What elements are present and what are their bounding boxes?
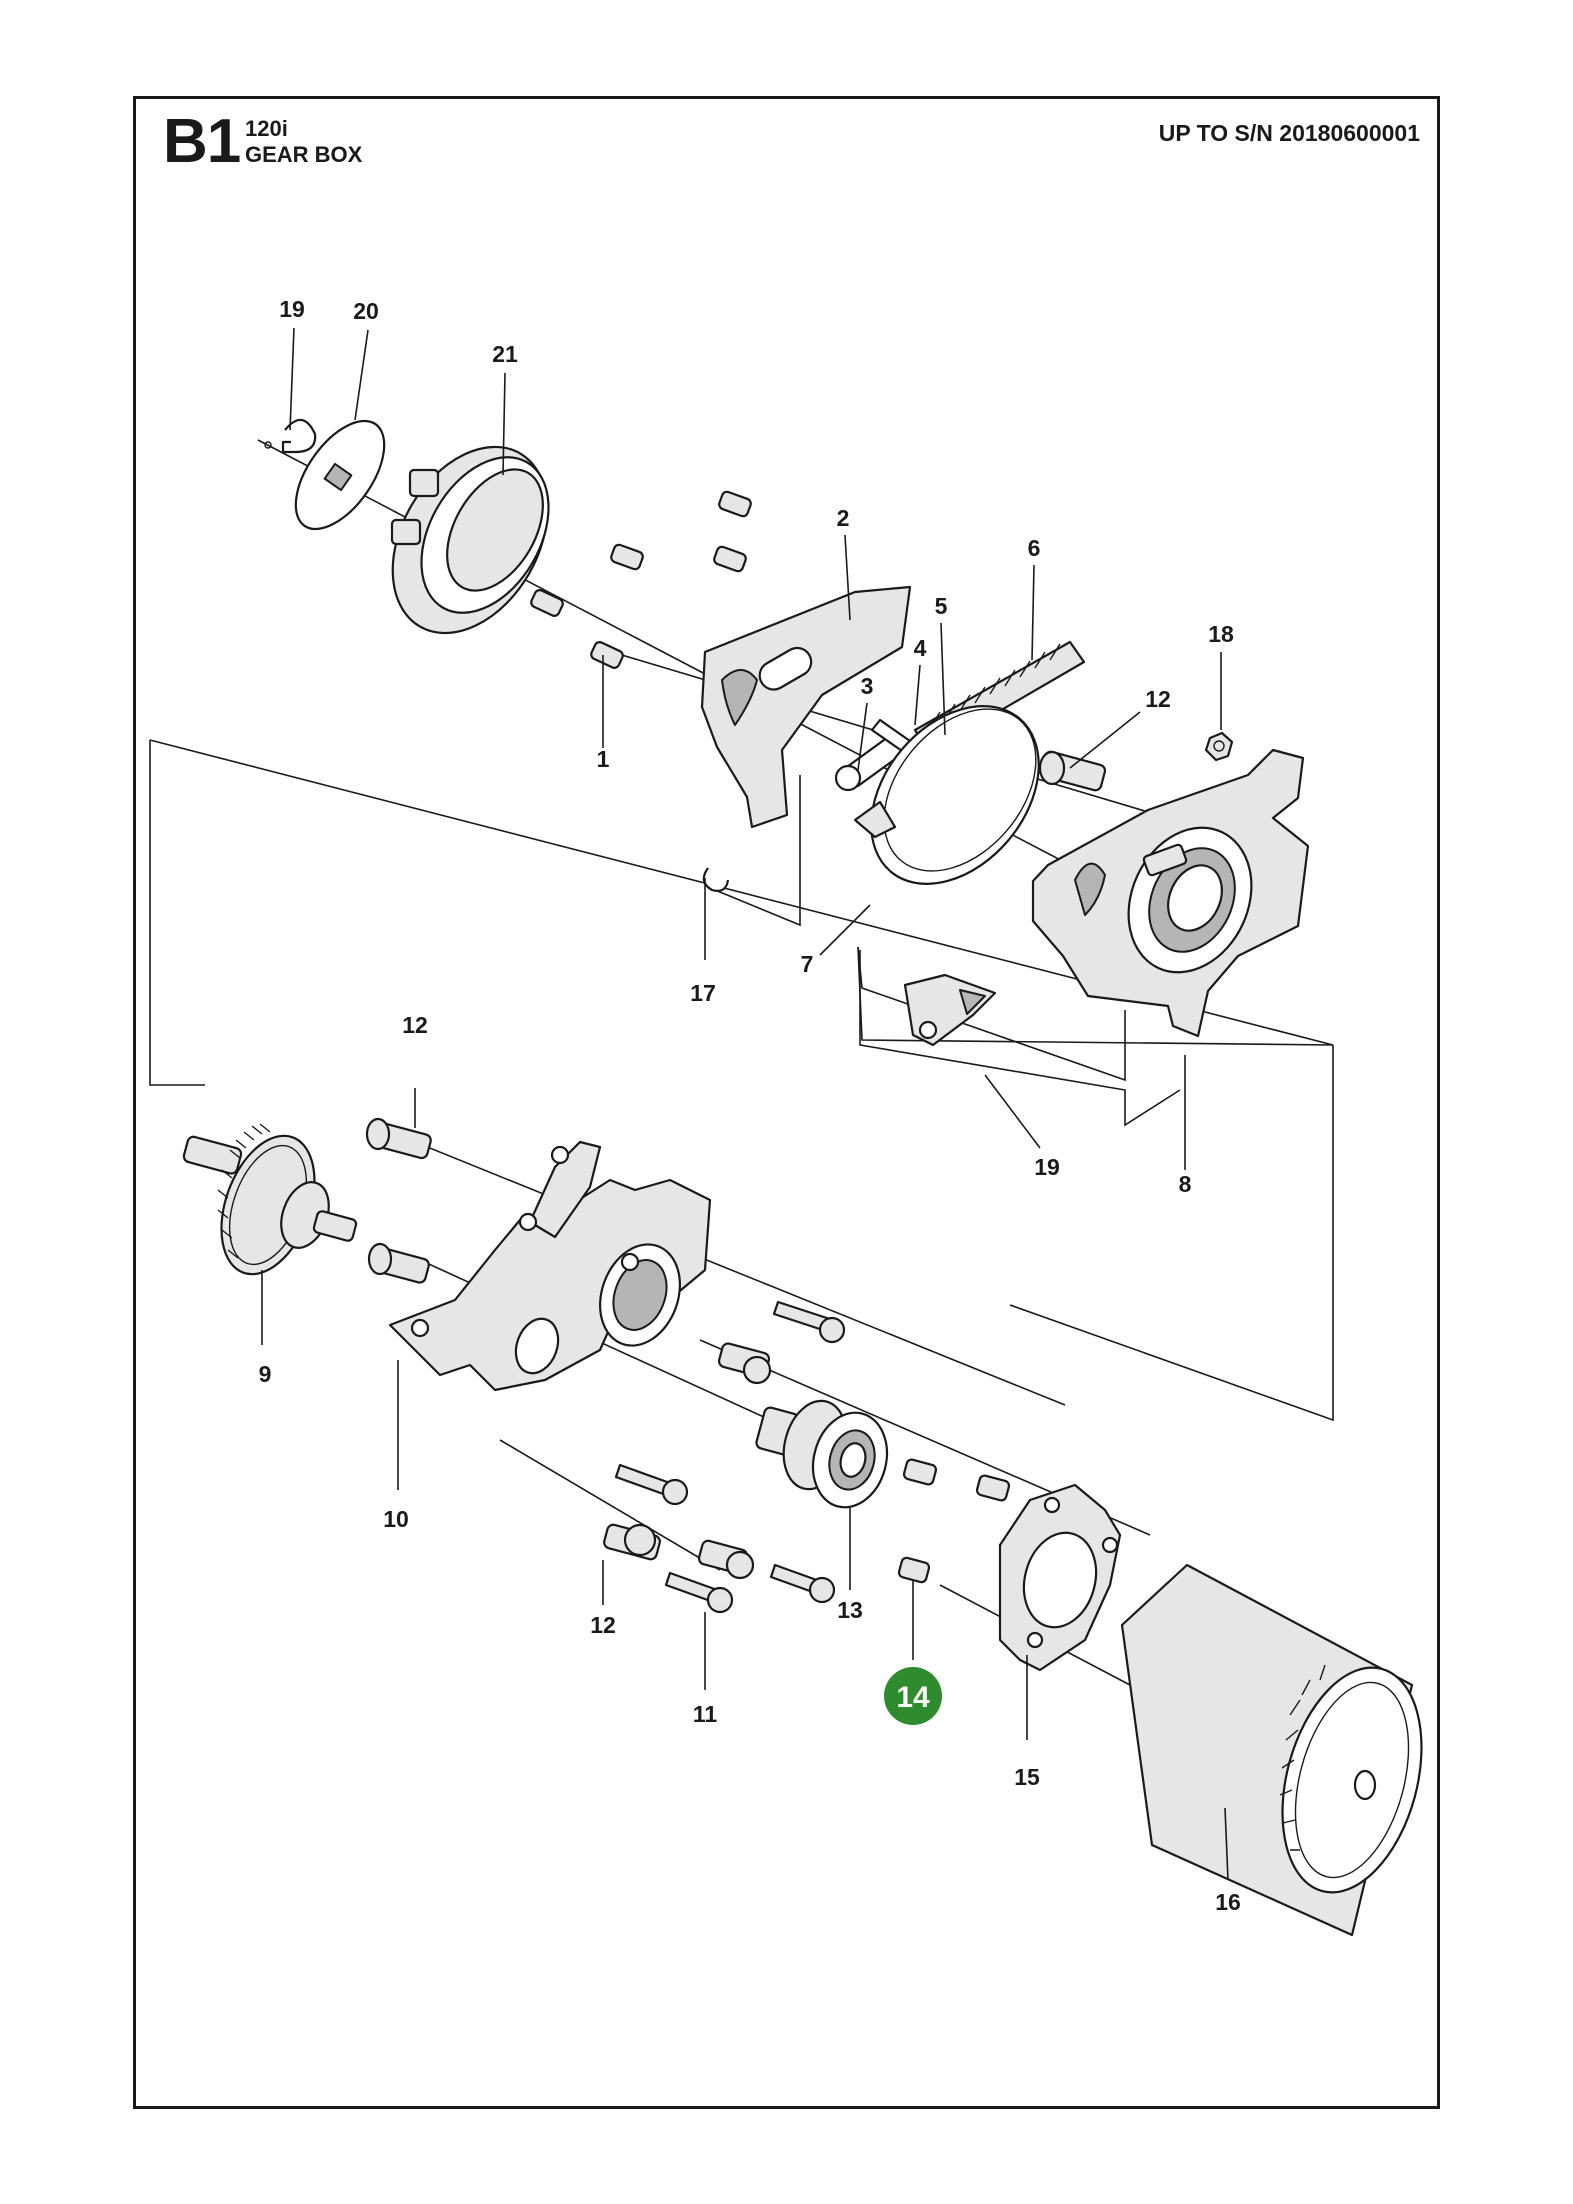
callout-1: 1 bbox=[597, 746, 610, 772]
page-code: B1 bbox=[163, 107, 241, 176]
callout-12-lower: 12 bbox=[590, 1612, 616, 1638]
callout-12-mid: 12 bbox=[402, 1012, 428, 1038]
lower-hex-bolts bbox=[697, 1342, 772, 1580]
callout-21: 20 bbox=[353, 298, 379, 324]
lower-pins bbox=[897, 1458, 1011, 1584]
part-12-lower-bolts bbox=[365, 1117, 661, 1561]
callout-17: 17 bbox=[690, 980, 716, 1006]
callout-7: 7 bbox=[801, 951, 814, 977]
callout-11: 11 bbox=[693, 1701, 718, 1727]
part-17-clip bbox=[702, 867, 730, 892]
callout-19: 18 bbox=[1208, 621, 1234, 647]
callout-3: 3 bbox=[861, 673, 874, 699]
part-11-screws bbox=[614, 1300, 846, 1614]
part-18-cam bbox=[903, 973, 997, 1047]
callout-8: 8 bbox=[1179, 1171, 1192, 1197]
part-15-flange-plate bbox=[998, 1483, 1122, 1672]
callout-labels: 19 20 21 2 6 5 18 4 3 12 1 17 7 12 19 8 … bbox=[259, 296, 1241, 1915]
part-19-nut bbox=[1204, 731, 1234, 762]
upper-small-screws bbox=[530, 490, 752, 669]
callout-2: 2 bbox=[837, 505, 850, 531]
callout-16: 16 bbox=[1215, 1889, 1241, 1915]
part-13-bearing bbox=[755, 1399, 889, 1509]
callout-22: 21 bbox=[492, 341, 518, 367]
callout-4: 4 bbox=[914, 635, 927, 661]
callout-14[interactable]: 14 bbox=[896, 1681, 930, 1714]
part-9-gear-shaft bbox=[182, 1123, 358, 1276]
callout-13: 13 bbox=[837, 1597, 863, 1623]
callout-6: 6 bbox=[1028, 535, 1041, 561]
callout-18: 19 bbox=[1034, 1154, 1060, 1180]
leader-lines bbox=[261, 327, 1229, 1881]
callout-15: 15 bbox=[1014, 1764, 1040, 1790]
part-21-washer bbox=[294, 419, 386, 531]
part-12-upper-bolt bbox=[1038, 750, 1107, 792]
connection-frame bbox=[149, 739, 1334, 1422]
callout-20: 19 bbox=[279, 296, 305, 322]
callout-10: 10 bbox=[383, 1506, 409, 1532]
serial-note: UP TO S/N 20180600001 bbox=[1158, 120, 1420, 146]
part-2-bracket bbox=[700, 585, 912, 829]
part-8-gear-housing bbox=[1031, 748, 1310, 1038]
part-22-clutch-drum bbox=[390, 445, 550, 635]
callout-5: 5 bbox=[935, 593, 948, 619]
part-16-motor bbox=[1120, 1563, 1423, 1937]
model-name: 120i bbox=[245, 116, 288, 141]
part-7-brake-band bbox=[853, 705, 1040, 885]
callout-14-highlight[interactable]: 14 bbox=[884, 1667, 942, 1725]
page-frame bbox=[133, 96, 1440, 2109]
section-title: GEAR BOX bbox=[245, 142, 363, 167]
highlight-badge[interactable] bbox=[884, 1667, 942, 1725]
callout-12-upper: 12 bbox=[1145, 686, 1171, 712]
callout-9: 9 bbox=[259, 1361, 272, 1387]
part-20-circlip bbox=[264, 418, 317, 454]
part-10-lower-housing bbox=[388, 1140, 712, 1392]
